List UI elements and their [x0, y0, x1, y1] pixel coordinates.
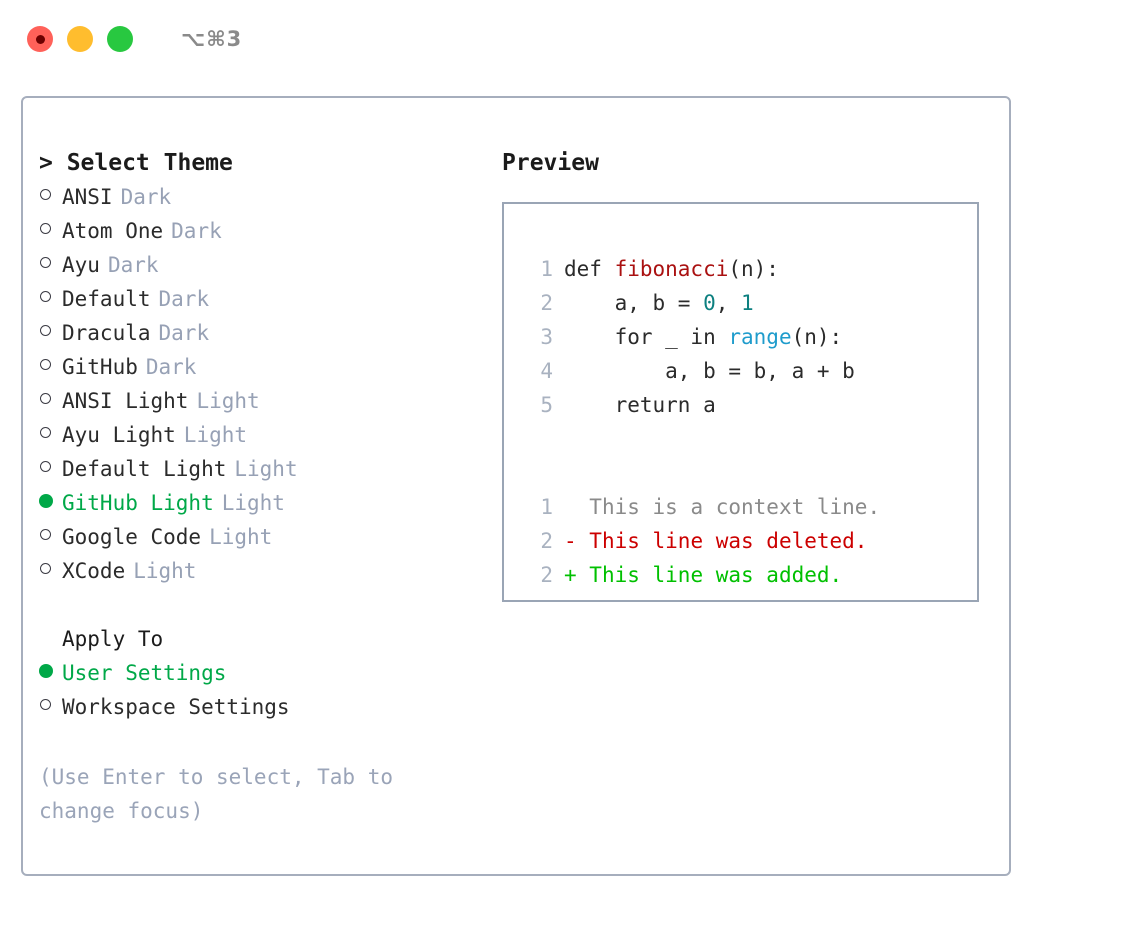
theme-option-tag: Light — [133, 559, 197, 583]
token-function: fibonacci — [614, 257, 729, 281]
diff-content: This is a context line. — [576, 495, 881, 519]
code-content: return a — [564, 393, 716, 417]
keyboard-hint-text: (Use Enter to select, Tab to change focu… — [39, 765, 406, 823]
diff-line-deleted: 2 - This line was deleted. — [504, 524, 977, 558]
preview-code-box: 1 def fibonacci(n): 2 a, b = 0, 1 3 for … — [502, 202, 979, 602]
theme-option-default[interactable]: Default Dark — [39, 282, 509, 316]
line-number: 2 — [540, 563, 553, 587]
theme-option-default-light[interactable]: Default Light Light — [39, 452, 509, 486]
theme-option-ansi[interactable]: ANSI Dark — [39, 180, 509, 214]
minimize-button-icon[interactable] — [67, 26, 93, 52]
theme-option-google-code[interactable]: Google Code Light — [39, 520, 509, 554]
apply-to-option-workspace-settings[interactable]: Workspace Settings — [39, 690, 509, 724]
theme-option-label: Default — [62, 287, 151, 311]
zoom-button-icon[interactable] — [107, 26, 133, 52]
theme-option-tag: Dark — [171, 219, 222, 243]
line-number: 3 — [540, 325, 553, 349]
theme-option-tag: Light — [221, 491, 285, 515]
diff-line-context: 1 This is a context line. — [504, 490, 977, 524]
theme-option-tag: Dark — [145, 355, 197, 379]
theme-option-atom-one[interactable]: Atom One Dark — [39, 214, 509, 248]
theme-option-tag: Dark — [158, 287, 210, 311]
token-call: range — [728, 325, 792, 349]
close-dot-icon — [35, 34, 45, 44]
line-number: 5 — [540, 393, 553, 417]
token-number: 1 — [741, 291, 754, 315]
line-number: 2 — [540, 291, 553, 315]
theme-option-label: Ayu Light — [62, 423, 176, 447]
theme-option-ayu[interactable]: Ayu Dark — [39, 248, 509, 282]
theme-option-tag: Light — [209, 525, 273, 549]
code-line: 4 a, b = b, a + b — [504, 354, 977, 388]
theme-option-label: GitHub — [62, 355, 138, 379]
code-line: 5 return a — [504, 388, 977, 422]
theme-option-label: Google Code — [62, 525, 202, 549]
diff-line-added: 2 + This line was added. — [504, 558, 977, 592]
line-number: 1 — [540, 257, 553, 281]
code-line: 2 a, b = 0, 1 — [504, 286, 977, 320]
theme-option-tag: Dark — [158, 321, 210, 345]
keyboard-shortcut-label: ⌥⌘3 — [181, 27, 243, 51]
apply-to-option-label: Workspace Settings — [62, 695, 290, 719]
theme-picker-column: > Select Theme ANSI Dark Atom One Dark — [39, 146, 509, 828]
diff-marker — [564, 490, 577, 524]
apply-to-header: Apply To — [62, 627, 164, 651]
apply-to-option-user-settings[interactable]: User Settings — [39, 656, 509, 690]
line-number: 4 — [540, 359, 553, 383]
title-bar: ⌥⌘3 — [0, 0, 1140, 78]
theme-option-dracula[interactable]: Dracula Dark — [39, 316, 509, 350]
preview-column: Preview 1 def fibonacci(n): 2 a, b = 0, … — [502, 146, 992, 602]
main-panel: > Select Theme ANSI Dark Atom One Dark — [21, 96, 1011, 876]
apply-to-section: Apply To User Settings Workspace Setting… — [39, 622, 509, 724]
code-content: for _ in range(n): — [564, 325, 843, 349]
theme-option-label: ANSI — [62, 185, 113, 209]
code-line: 1 def fibonacci(n): — [504, 252, 977, 286]
theme-option-tag: Dark — [120, 185, 172, 209]
line-number: 2 — [540, 529, 553, 553]
code-content: a, b = 0, 1 — [564, 291, 754, 315]
theme-option-label: Atom One — [62, 219, 164, 243]
theme-option-tag: Light — [196, 389, 260, 413]
theme-option-label: GitHub Light — [62, 491, 214, 515]
theme-option-github[interactable]: GitHub Dark — [39, 350, 509, 384]
diff-marker: - — [564, 529, 577, 553]
traffic-lights — [27, 26, 133, 52]
code-line: 3 for _ in range(n): — [504, 320, 977, 354]
theme-option-github-light[interactable]: GitHub Light Light — [39, 486, 509, 520]
theme-option-label: Ayu — [62, 253, 100, 277]
code-blank-line — [504, 422, 977, 456]
code-content: def fibonacci(n): — [564, 257, 779, 281]
theme-option-label: ANSI Light — [62, 389, 189, 413]
code-content: a, b = b, a + b — [564, 359, 855, 383]
theme-option-tag: Light — [234, 457, 298, 481]
token-number: 0 — [703, 291, 716, 315]
theme-list: ANSI Dark Atom One Dark Ayu Dark — [39, 180, 509, 588]
diff-content: This line was added. — [576, 563, 843, 587]
theme-option-tag: Dark — [107, 253, 159, 277]
theme-option-tag: Light — [183, 423, 248, 447]
theme-option-ayu-light[interactable]: Ayu Light Light — [39, 418, 509, 452]
panel-columns: > Select Theme ANSI Dark Atom One Dark — [23, 98, 1009, 874]
line-number: 1 — [540, 495, 553, 519]
select-theme-header: > Select Theme — [39, 150, 233, 176]
theme-option-label: Dracula — [62, 321, 151, 345]
preview-header: Preview — [502, 150, 599, 176]
theme-option-ansi-light[interactable]: ANSI Light Light — [39, 384, 509, 418]
close-button-icon[interactable] — [27, 26, 53, 52]
theme-option-label: XCode — [62, 559, 126, 583]
diff-content: This line was deleted. — [576, 529, 868, 553]
code-blank-line — [504, 456, 977, 490]
theme-option-label: Default Light — [62, 457, 227, 481]
apply-to-option-label: User Settings — [62, 661, 227, 685]
theme-option-xcode[interactable]: XCode Light — [39, 554, 509, 588]
diff-marker: + — [564, 563, 577, 587]
